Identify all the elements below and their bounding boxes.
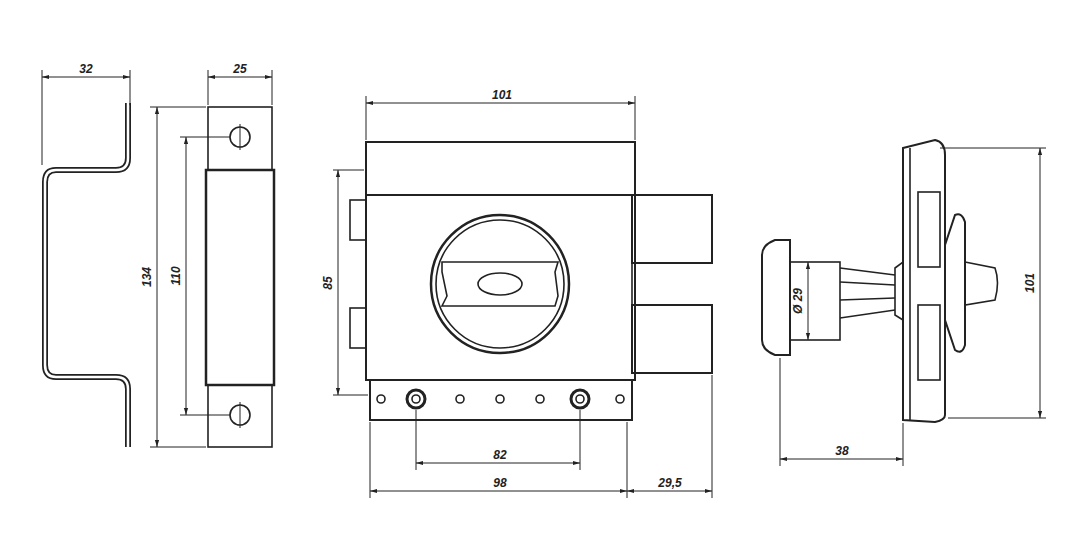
dimension-label: 29,5: [656, 476, 683, 490]
dimension-label: 25: [231, 62, 248, 76]
dimension-label: 82: [491, 448, 508, 462]
dimension-label: 32: [77, 62, 94, 76]
dimension-label: Ø 29: [791, 286, 805, 316]
dimension-label: 38: [833, 444, 850, 458]
dimension-label: 101: [490, 88, 514, 102]
dimension-label: 134: [140, 265, 154, 289]
dimension-label: 101: [1023, 271, 1037, 295]
dimension-label: 98: [491, 476, 508, 490]
dimension-label: 85: [321, 274, 335, 291]
dimension-label: 110: [169, 264, 183, 287]
